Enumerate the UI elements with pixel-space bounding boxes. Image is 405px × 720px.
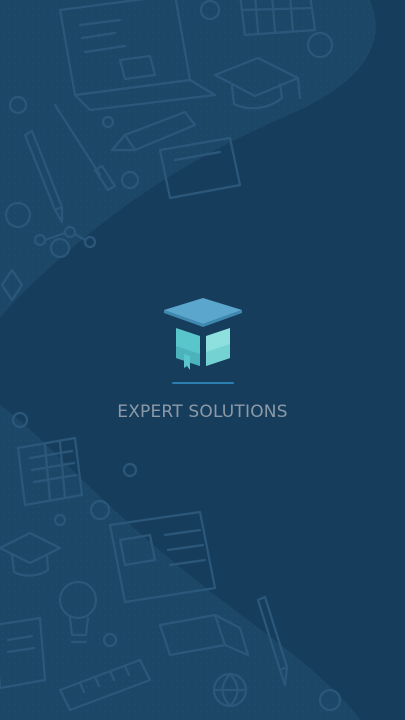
calculator-icon-bottom [16,436,84,507]
atom-icon [33,225,97,249]
logo-cap-top [164,298,242,324]
notebook-icon [108,510,217,604]
globe-icon [212,672,248,708]
logo-underline [172,382,234,384]
paintbrush-icon [53,103,117,192]
calculator-icon [239,0,317,37]
expert-solutions-logo [164,298,242,384]
graduation-cap-icon [213,56,302,110]
lightbulb-icon [58,580,98,644]
book-icon [158,136,242,200]
ruler-icon [58,658,152,712]
pen-icon [23,129,64,224]
graduation-cap-icon-bottom [0,531,62,577]
pencil-icon [110,110,197,152]
laptop-icon [58,0,217,112]
logo-bookmark [184,354,190,370]
brand-name: EXPERT SOLUTIONS [117,402,288,422]
top-pattern-band [0,0,376,318]
eraser-icon [158,613,250,657]
pen-icon-bottom [256,595,289,687]
notebook-icon-left [0,616,47,690]
